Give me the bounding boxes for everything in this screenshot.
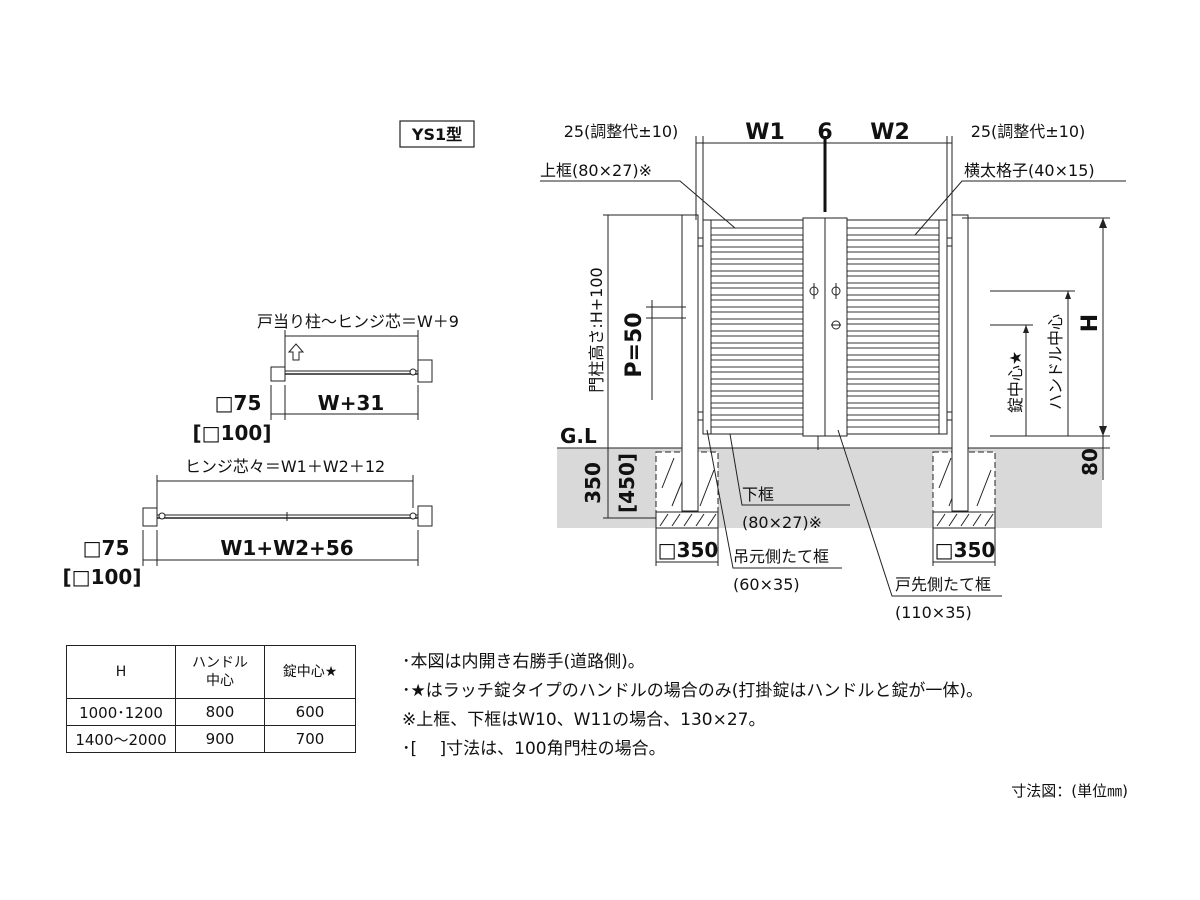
table-row: 1400～2000 900 700 — [66, 725, 356, 753]
note-item: ･本図は内開き右勝手(道路側)。 — [402, 652, 645, 672]
foundation-size-left: □350 — [658, 538, 719, 562]
slat — [710, 323, 804, 332]
dim-lock-center: 錠中心★ — [1006, 351, 1025, 413]
slat — [846, 287, 940, 296]
lock-icon — [831, 320, 841, 330]
foundation-size-right: □350 — [935, 538, 996, 562]
swing-arrow-icon — [287, 343, 305, 361]
gate-leaf-left — [702, 217, 826, 437]
single-post-left — [270, 366, 286, 382]
callout-bottom-rail-2: (80×27)※ — [742, 513, 822, 532]
dim-h: H — [1078, 314, 1103, 332]
slat — [846, 299, 940, 308]
slat — [710, 335, 804, 344]
double-top-label: ヒンジ芯々＝W1＋W2＋12 — [185, 457, 385, 476]
model-label: YS1型 — [411, 125, 462, 144]
slat — [710, 251, 804, 260]
notes-list: ･本図は内開き右勝手(道路側)。 ･★はラッチ錠タイプのハンドルの場合のみ(打掛… — [402, 648, 983, 764]
double-post-left — [142, 507, 158, 527]
dim-w2: W2 — [870, 120, 910, 145]
dim-w1: W1 — [745, 120, 785, 145]
dim-p: P=50 — [622, 312, 647, 377]
slat — [710, 395, 804, 404]
slat — [710, 359, 804, 368]
slat — [710, 299, 804, 308]
single-post-size-alt: [□100] — [193, 421, 272, 445]
slat — [846, 359, 940, 368]
plan-view-single: 戸当り柱～ヒンジ芯＝W＋9 □75 [□100] W+31 — [193, 312, 459, 445]
adjust-right: 25(調整代±10) — [971, 122, 1086, 141]
elevation-view: W1 6 W2 25(調整代±10) 25(調整代±10) 上框(80×27)※… — [540, 120, 1126, 622]
slat — [710, 407, 804, 416]
slat — [846, 371, 940, 380]
slat — [846, 227, 940, 236]
dim-bottom-clear: 80 — [1078, 448, 1102, 476]
slat — [846, 263, 940, 272]
slat — [710, 419, 804, 428]
note-item: ･★はラッチ錠タイプのハンドルの場合のみ(打掛錠はハンドルと錠が一体)。 — [402, 681, 984, 701]
callout-top-rail: 上框(80×27)※ — [540, 161, 652, 180]
units-label: 寸法図：(単位㎜) — [1011, 782, 1128, 800]
callout-latch-stile-2: (110×35) — [895, 603, 972, 622]
callout-slat: 横太格子(40×15) — [964, 161, 1095, 180]
slat — [846, 311, 940, 320]
table-row: 1000･1200 800 600 — [66, 698, 356, 726]
table-header-h: H — [66, 645, 176, 699]
dim-depth: 350 — [581, 462, 605, 504]
gate-post-left — [681, 214, 699, 512]
slat — [846, 395, 940, 404]
model-label-box — [399, 120, 475, 148]
slat — [710, 311, 804, 320]
slat — [846, 239, 940, 248]
dim-handle-center: ハンドル中心 — [1046, 314, 1065, 410]
handle-icon — [809, 283, 841, 299]
slat — [710, 383, 804, 392]
callout-hinge-stile-2: (60×35) — [733, 575, 800, 594]
double-post-right — [417, 505, 433, 527]
plan-view-double: ヒンジ芯々＝W1＋W2＋12 □75 [□100] W1+W2+56 — [63, 457, 433, 589]
ground-line: G.L — [560, 424, 597, 448]
slat — [846, 383, 940, 392]
slat — [710, 347, 804, 356]
slat — [846, 419, 940, 428]
dim-depth-alt: [450] — [615, 453, 639, 513]
single-post-right — [417, 359, 433, 383]
note-item: ･[ ]寸法は、100角門柱の場合。 — [402, 739, 666, 759]
dimension-table: H ハンドル 中心 錠中心★ 1000･1200 800 600 1400～20… — [66, 645, 356, 753]
table-header-handle: ハンドル 中心 — [175, 645, 265, 699]
slat — [710, 239, 804, 248]
slat — [710, 287, 804, 296]
single-width: W+31 — [318, 391, 385, 415]
gate-leaf-right — [824, 217, 948, 437]
double-post-size-alt: [□100] — [63, 565, 142, 589]
single-post-size: □75 — [215, 391, 262, 415]
dim-gap: 6 — [817, 120, 832, 145]
ground-area — [557, 448, 1102, 528]
slat — [846, 323, 940, 332]
slat — [846, 407, 940, 416]
table-header-lock: 錠中心★ — [264, 645, 356, 699]
note-item: ※上框、下框はW10、W11の場合、130×27。 — [402, 710, 766, 730]
callout-bottom-rail-1: 下框 — [742, 485, 774, 504]
slat — [846, 335, 940, 344]
gate-post-right — [951, 214, 969, 512]
slat — [846, 347, 940, 356]
slat — [710, 263, 804, 272]
adjust-left: 25(調整代±10) — [564, 122, 679, 141]
slat — [710, 227, 804, 236]
slat — [846, 251, 940, 260]
slat — [710, 275, 804, 284]
callout-latch-stile-1: 戸先側たて框 — [895, 575, 991, 594]
double-post-size: □75 — [83, 536, 130, 560]
slat — [710, 371, 804, 380]
single-top-label: 戸当り柱～ヒンジ芯＝W＋9 — [257, 312, 459, 331]
dim-post-height: 門柱高さ:H+100 — [587, 267, 606, 392]
double-width: W1+W2+56 — [220, 536, 353, 560]
callout-hinge-stile-1: 吊元側たて框 — [733, 547, 829, 566]
slat — [846, 275, 940, 284]
